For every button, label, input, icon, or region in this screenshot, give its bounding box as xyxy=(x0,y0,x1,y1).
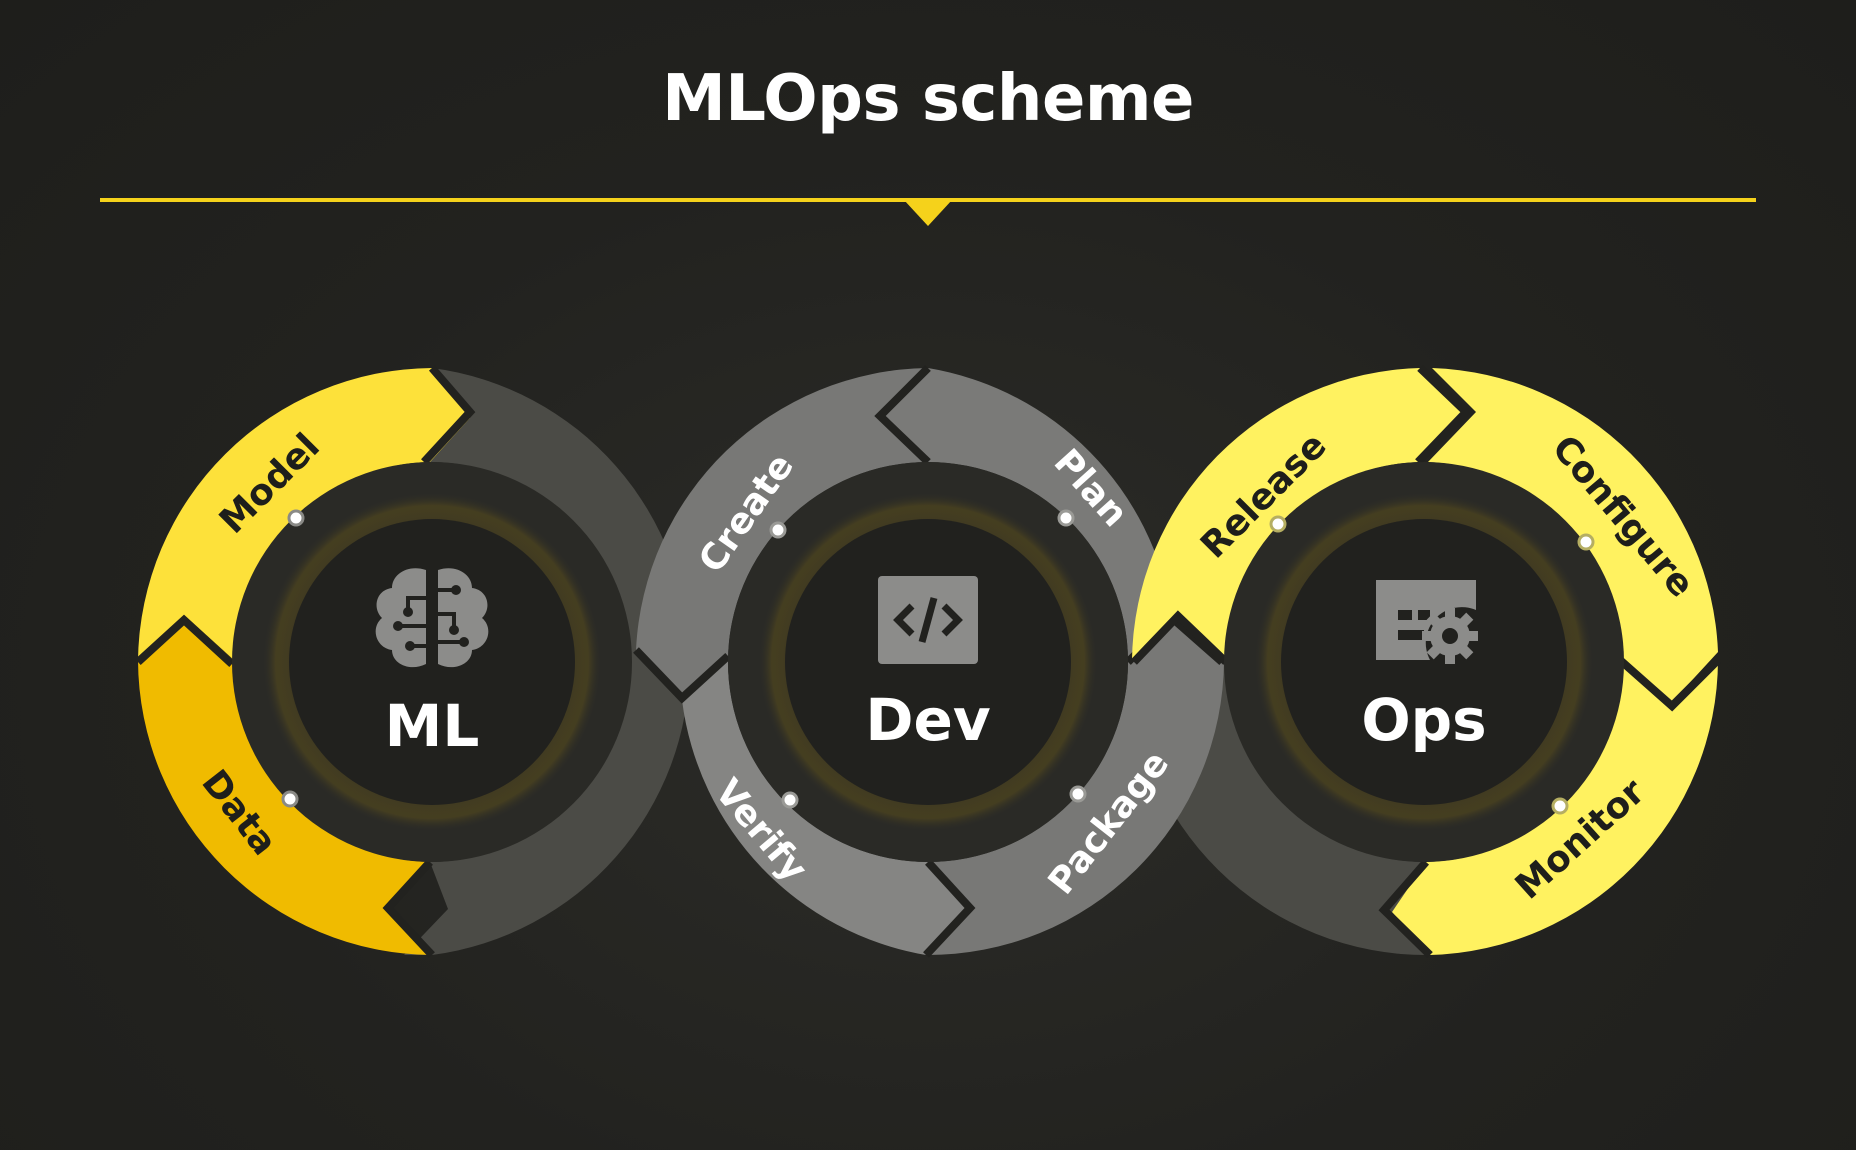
segment-configure[interactable] xyxy=(1428,368,1718,702)
data-dot xyxy=(281,790,299,808)
segment-release[interactable] xyxy=(1132,368,1466,660)
title-divider xyxy=(100,198,1756,226)
code-window-icon xyxy=(878,576,978,664)
monitor-dot xyxy=(1551,797,1569,815)
dev-center-label: Dev xyxy=(865,686,990,754)
ops-center-disc xyxy=(1281,519,1567,805)
verify-dot xyxy=(781,791,799,809)
page-title: MLOps scheme xyxy=(662,62,1194,136)
brain-circuit-icon xyxy=(375,568,489,668)
create-dot xyxy=(769,521,787,539)
cycle-ops: Ops Release Configure Monitor xyxy=(1131,365,1721,958)
ml-center-disc xyxy=(289,519,575,805)
configure-dot xyxy=(1577,533,1595,551)
ml-ring-dark-arc xyxy=(404,368,690,955)
segment-create[interactable] xyxy=(636,368,928,700)
segment-monitor[interactable] xyxy=(1392,660,1718,955)
divider-pointer xyxy=(904,200,952,226)
segment-plan[interactable] xyxy=(880,368,1172,660)
segment-model[interactable] xyxy=(138,368,470,660)
ops-center-label: Ops xyxy=(1361,686,1486,754)
cycle-dev: Dev Create Plan Verify Package xyxy=(633,365,1225,958)
plan-dot xyxy=(1057,509,1075,527)
segment-package[interactable] xyxy=(926,616,1224,956)
cycle-ml: ML Model Data xyxy=(135,365,632,958)
package-dot xyxy=(1069,785,1087,803)
segment-verify[interactable] xyxy=(682,660,970,955)
ml-center-label: ML xyxy=(385,692,480,760)
settings-panel-icon xyxy=(1376,580,1478,664)
release-dot xyxy=(1269,515,1287,533)
model-dot xyxy=(287,509,305,527)
segment-data[interactable] xyxy=(138,615,432,955)
